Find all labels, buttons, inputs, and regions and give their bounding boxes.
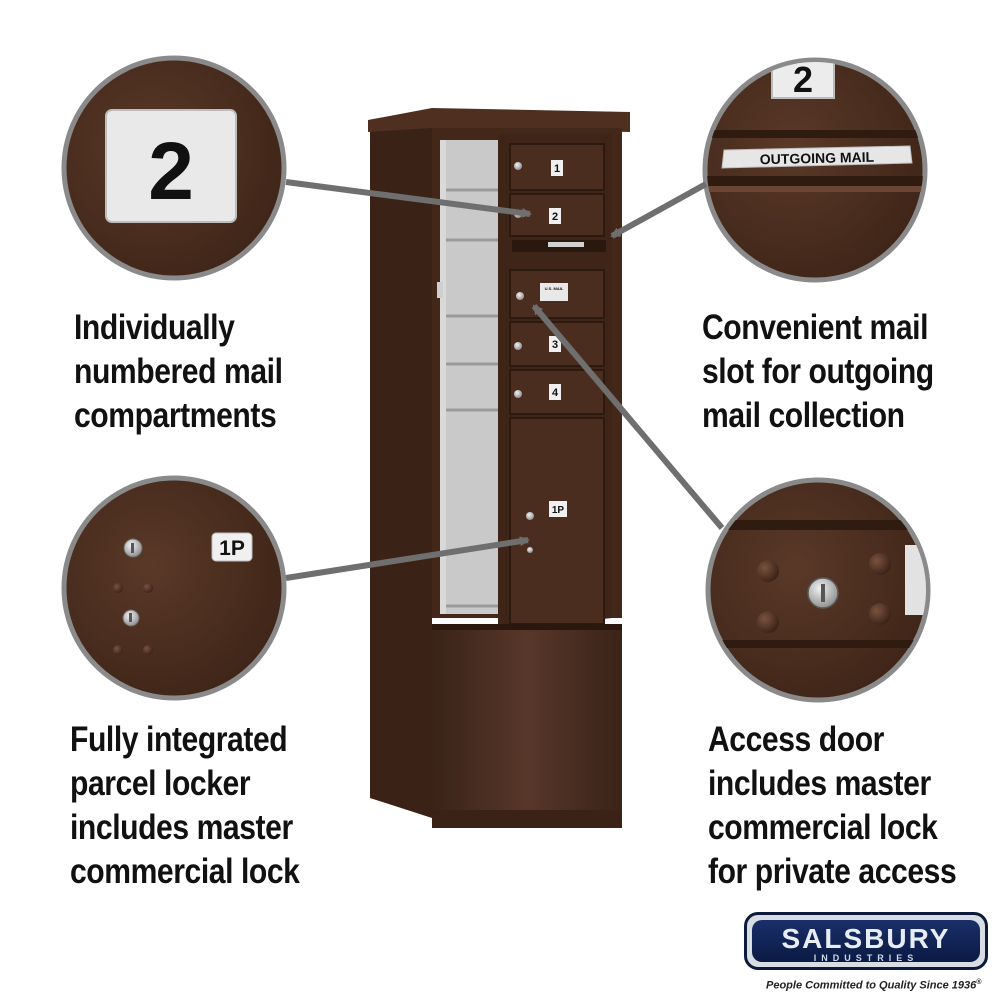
brand-name: SALSBURY — [781, 923, 951, 954]
rivet-icon — [869, 603, 891, 625]
outgoing-mail-plate — [721, 145, 913, 169]
pedestal-seam — [432, 624, 622, 630]
door-plate-2 — [549, 208, 561, 224]
arrow-parcel-locker — [285, 536, 530, 581]
mailbox-top-cap — [368, 108, 630, 132]
caption-line: includes master — [70, 808, 293, 847]
rivet-icon — [869, 553, 891, 575]
door-number-3: 3 — [552, 339, 558, 351]
lock-icon — [527, 547, 533, 553]
zoom-circle-outgoing-mail: 2 OUTGOING MAIL — [702, 57, 928, 283]
door-plate-4 — [549, 384, 561, 400]
brand-tagline-text: People Committed to Quality Since 1936 — [766, 979, 977, 992]
caption-line: numbered mail — [74, 352, 283, 391]
arrow-access-door — [531, 304, 725, 530]
compartment-doors — [509, 143, 606, 625]
mailbox-pedestal — [432, 624, 622, 828]
door-number-2: 2 — [552, 211, 558, 223]
caption-line: Convenient mail — [702, 308, 929, 347]
interior-side — [440, 140, 446, 614]
interior-shelves — [444, 188, 500, 608]
lock-icon — [514, 390, 522, 398]
door-number-1: 1 — [554, 163, 560, 175]
rivet-icon — [143, 583, 153, 593]
caption-line: commercial lock — [708, 808, 938, 847]
caption-parcel-locker: Fully integrated parcel locker includes … — [70, 718, 300, 894]
caption-line: for private access — [708, 852, 957, 891]
mailbox-unit: 1 2 3 4 1P U.S. MAIL — [368, 108, 630, 828]
slot-number-plate — [771, 62, 835, 99]
rivet-icon — [757, 560, 779, 582]
mailbox-side-panel — [370, 110, 432, 818]
brand-tagline: People Committed to Quality Since 1936® — [766, 976, 981, 993]
caption-line: Fully integrated — [70, 720, 288, 759]
rivet-icon — [143, 645, 153, 655]
caption-numbered-compartments: Individually numbered mail compartments — [74, 306, 283, 438]
caption-line: commercial lock — [70, 852, 300, 891]
caption-line: parcel locker — [70, 764, 251, 803]
brand-logo-badge: SALSBURY INDUSTRIES — [752, 920, 980, 963]
door-hinge — [437, 282, 443, 298]
parcel-plate — [549, 501, 567, 517]
caption-outgoing-slot: Convenient mail slot for outgoing mail c… — [702, 306, 934, 438]
caption-access-door: Access door includes master commercial l… — [708, 718, 957, 894]
parcel-label-plate — [211, 532, 253, 562]
rivet-icon — [113, 645, 123, 655]
lock-icon — [526, 512, 534, 520]
arrow-compartment — [285, 179, 532, 218]
arrow-outgoing-slot — [610, 181, 708, 239]
door-number-plates — [549, 160, 567, 517]
zoom-circle-parcel-locker: 1P — [61, 475, 287, 701]
brand-logo: SALSBURY INDUSTRIES — [744, 912, 988, 970]
slot-number-text: 2 — [793, 59, 813, 100]
parcel-locker-door — [509, 417, 605, 625]
door-plate-3 — [549, 336, 561, 352]
outgoing-slot-label — [548, 242, 584, 247]
us-mail-text: U.S. MAIL — [545, 286, 564, 291]
caption-line: Access door — [708, 720, 884, 759]
callout-arrows — [285, 179, 725, 581]
caption-line: includes master — [708, 764, 931, 803]
rivet-icon — [113, 583, 123, 593]
brand-subtitle: INDUSTRIES — [813, 953, 919, 963]
registered-mark: ® — [976, 979, 982, 986]
us-mail-plate — [540, 283, 568, 301]
door-plate-1 — [551, 160, 563, 176]
zoom-circle-access-door — [705, 477, 931, 703]
lock-icon — [514, 162, 522, 170]
parcel-number: 1P — [552, 505, 565, 516]
mailbox-interior — [440, 140, 500, 614]
door-number-4: 4 — [552, 387, 559, 399]
rivet-icon — [757, 611, 779, 633]
zoom-circle-compartment-number: 2 — [61, 55, 287, 281]
outgoing-mail-text: OUTGOING MAIL — [760, 149, 875, 168]
caption-line: compartments — [74, 396, 277, 435]
caption-line: slot for outgoing — [702, 352, 934, 391]
parcel-label-text: 1P — [219, 537, 245, 560]
lock-icon — [514, 342, 522, 350]
caption-line: mail collection — [702, 396, 905, 435]
pedestal-base — [432, 810, 622, 828]
caption-line: Individually — [74, 308, 235, 347]
lock-icon — [516, 292, 524, 300]
compartment-number-plate — [105, 109, 237, 223]
compartment-number-text: 2 — [148, 126, 194, 217]
